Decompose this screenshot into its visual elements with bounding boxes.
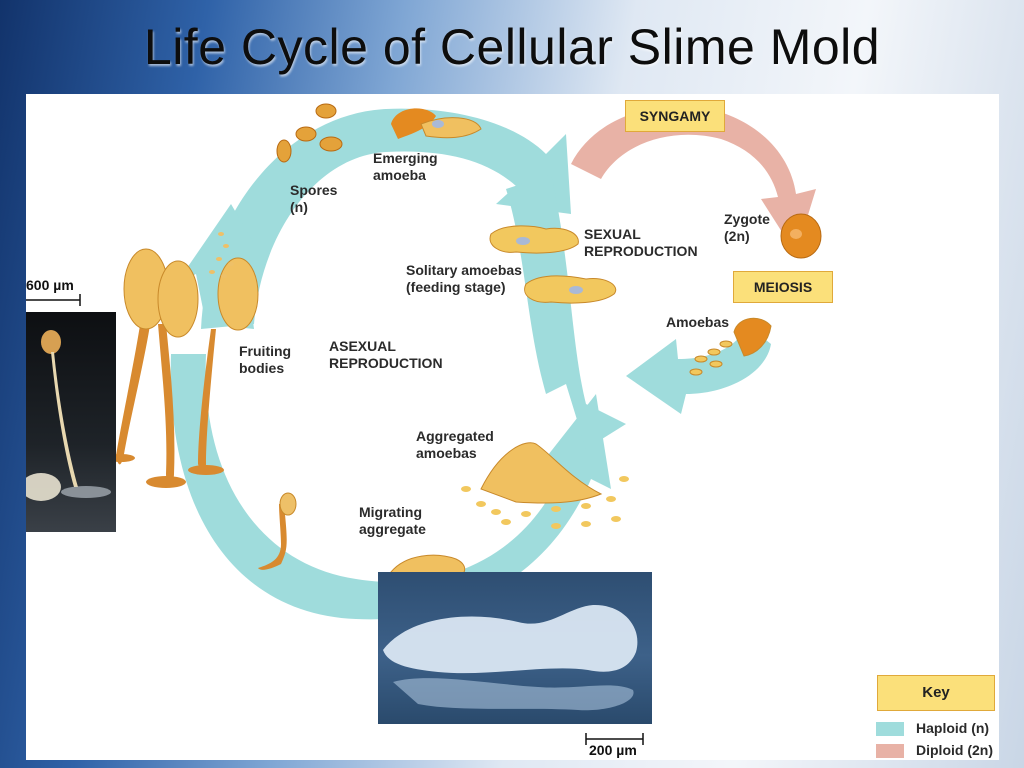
diploid-swatch	[876, 744, 904, 758]
aggregated-amoebas-illustration	[461, 442, 629, 529]
amoeba	[719, 340, 733, 348]
haploid-arrow-top	[201, 108, 571, 329]
slide-title: Life Cycle of Cellular Slime Mold	[143, 19, 881, 75]
haploid-arrow-right	[506, 174, 626, 449]
fruiting-body-photo	[26, 312, 116, 532]
fruiting-bodies-illustration	[107, 248, 259, 488]
scale-label-left: 600 µm	[26, 277, 74, 293]
amoeba	[707, 348, 721, 356]
label-sexual-reproduction: SEXUAL REPRODUCTION	[584, 226, 698, 259]
amoeba	[694, 355, 708, 363]
meiosis-box: MEIOSIS	[733, 271, 833, 303]
label-amoebas: Amoebas	[666, 314, 730, 330]
solitary-amoebas-illustration	[489, 225, 617, 304]
migrating-slug-photo	[378, 572, 652, 724]
spores-cluster	[276, 103, 343, 163]
diploid-key-label: Diploid (2n)	[916, 742, 993, 758]
spore	[276, 139, 292, 163]
life-cycle-diagram	[26, 103, 822, 745]
label-solitary-amoebas: Solitary amoebas (feeding stage)	[406, 262, 522, 295]
diploid-arrow-syngamy	[571, 106, 816, 254]
label-asexual-reproduction: ASEXUAL REPRODUCTION	[329, 338, 443, 371]
spore	[315, 103, 337, 119]
emerging-amoeba-illustration	[391, 108, 482, 139]
syngamy-box: SYNGAMY	[625, 100, 725, 132]
diploid-cycle-arrows	[571, 106, 816, 254]
diagram-panel: Spores (n) Emerging amoeba Solitary amoe…	[26, 94, 999, 760]
label-aggregated-amoebas: Aggregated amoebas	[416, 428, 494, 461]
scale-label-bottom: 200 µm	[589, 742, 637, 758]
label-migrating-aggregate: Migrating aggregate	[359, 504, 426, 537]
spore	[295, 126, 317, 142]
haploid-key-label: Haploid (n)	[916, 720, 990, 736]
label-spores: Spores (n)	[290, 182, 338, 215]
label-zygote: Zygote (2n)	[724, 211, 770, 244]
amoeba	[689, 368, 703, 376]
amoeba	[709, 360, 723, 368]
released-spores	[209, 232, 234, 278]
culminating-fruiting-body	[258, 492, 297, 570]
amoebas-illustration	[689, 317, 772, 376]
zygote-illustration	[780, 213, 822, 259]
spore	[319, 136, 343, 152]
label-emerging-amoeba: Emerging amoeba	[373, 150, 438, 183]
haploid-swatch	[876, 722, 904, 736]
key-title: Key	[877, 675, 995, 711]
label-fruiting-bodies: Fruiting bodies	[239, 343, 292, 376]
